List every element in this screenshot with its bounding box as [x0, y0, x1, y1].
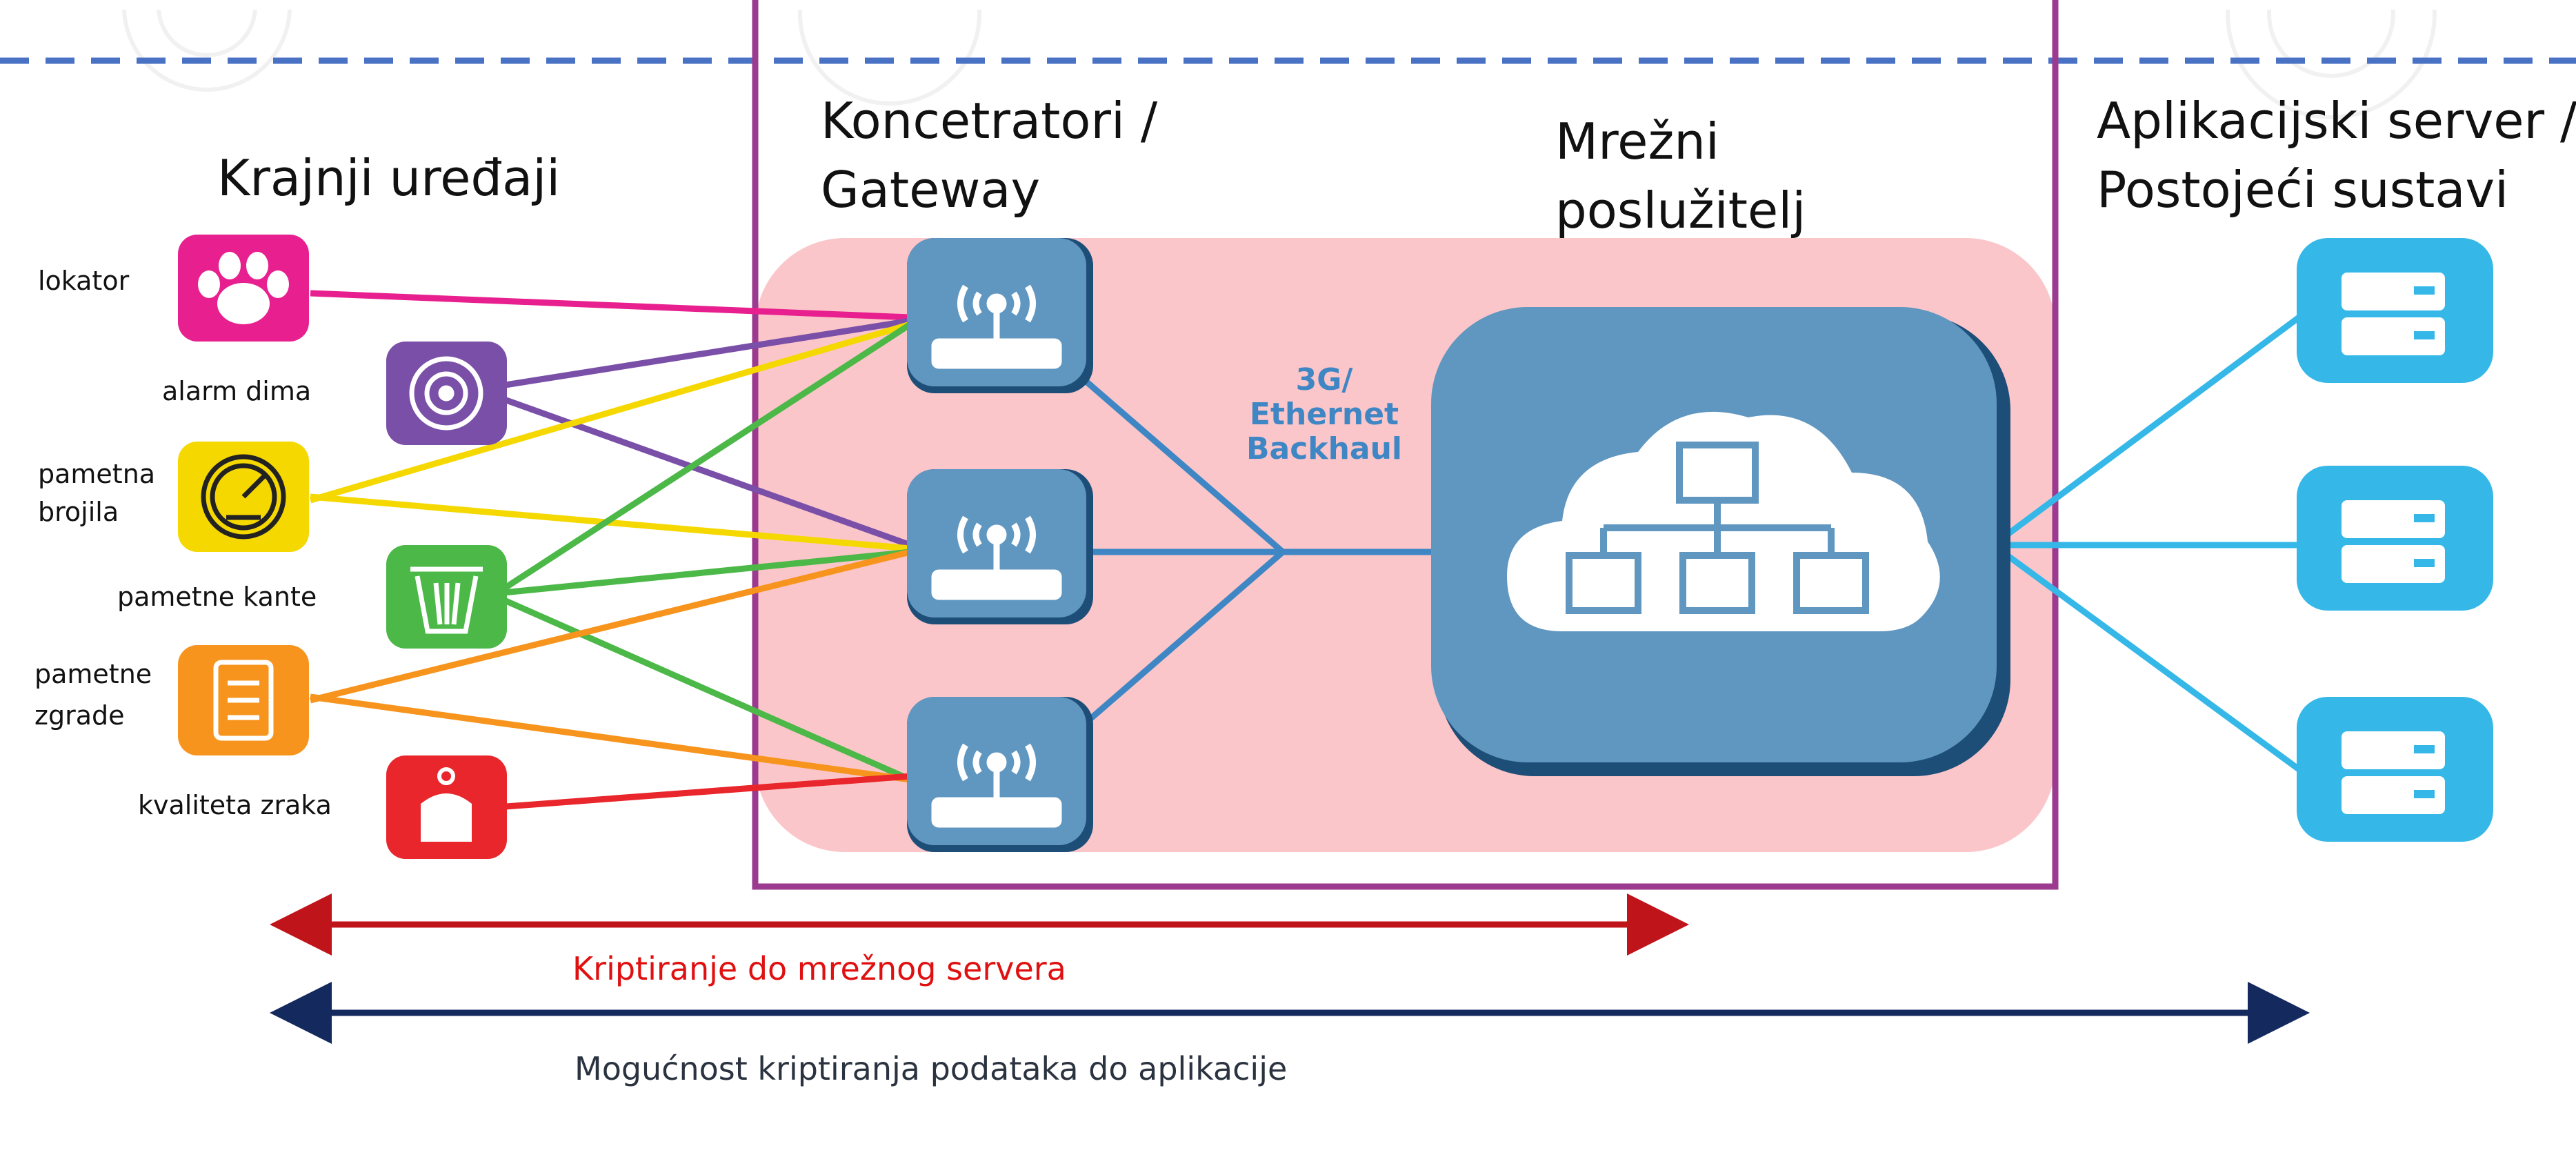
device-pametne-kante: [386, 545, 507, 649]
device-label: kvaliteta zraka: [138, 790, 332, 820]
device-alarm-dima: [386, 342, 507, 445]
connection-line: [309, 549, 912, 704]
connection-line: [310, 290, 911, 321]
trash-bin-icon: [410, 566, 483, 634]
backhaul-label-line1: 3G/: [1296, 362, 1354, 397]
gateway-node: [907, 697, 1093, 852]
top-cut-text: [0, 0, 2576, 10]
wifi-router-icon: [931, 743, 1062, 828]
connection-line: [495, 593, 912, 783]
backhaul-label-line3: Backhaul: [1246, 431, 1402, 466]
gateway-node: [907, 238, 1093, 393]
encryption-application-caption: Mogućnost kriptiranja podataka do aplika…: [575, 1050, 1287, 1087]
heading-gateway-line1: Koncetratori /: [821, 92, 1158, 150]
gateway-server-frame: [752, 0, 2059, 890]
device-pametna-brojila: [178, 442, 309, 552]
device-label: lokator: [38, 266, 130, 296]
heading-app-server-line1: Aplikacijski server /: [2097, 92, 2576, 150]
heading-network-server-line2: poslužitelj: [1555, 181, 1806, 239]
server-stack-icon: [2342, 273, 2445, 355]
heading-end-devices: Krajnji uređaji: [217, 149, 560, 207]
device-lokator: [178, 235, 309, 342]
device-pametne-zgrade: [178, 645, 309, 755]
cloud-network-icon: [1507, 411, 1940, 631]
app-server-node: [2297, 238, 2493, 383]
server-stack-icon: [2342, 731, 2445, 814]
connection-line: [496, 549, 911, 597]
backhaul-label-line2: Ethernet: [1250, 397, 1399, 432]
wifi-router-icon: [931, 515, 1062, 600]
air-quality-icon: [421, 767, 472, 842]
meter-gauge-icon: [201, 454, 286, 540]
heading-gateway-line2: Gateway: [821, 161, 1040, 219]
heading-app-server-line2: Postojeći sustavi: [2097, 161, 2508, 219]
connection-line: [309, 321, 912, 504]
server-stack-icon: [2342, 500, 2445, 583]
paw-icon: [198, 252, 289, 324]
gateway-node: [907, 469, 1093, 624]
connection-line: [496, 773, 911, 811]
device-label: pametne kante: [117, 582, 317, 612]
device-label: brojila: [38, 497, 119, 527]
encryption-network-caption: Kriptiranje do mrežnog servera: [572, 950, 1066, 987]
smoke-alarm-icon: [409, 356, 483, 431]
device-label: pametne: [34, 659, 152, 689]
connection-line: [495, 393, 912, 549]
device-label: pametna: [38, 459, 155, 489]
building-icon: [213, 660, 274, 741]
wifi-router-icon: [931, 284, 1062, 369]
heading-network-server-line1: Mrežni: [1555, 112, 1719, 170]
connection-line: [495, 322, 912, 596]
connection-line: [496, 317, 911, 390]
app-server-node: [2297, 466, 2493, 611]
device-label: zgrade: [34, 700, 124, 731]
app-server-node: [2297, 697, 2493, 842]
network-server-node: [1431, 307, 2010, 776]
device-kvaliteta-zraka: [386, 755, 507, 859]
app-server-connections: [1991, 311, 2306, 775]
device-connections: [309, 290, 912, 811]
backhaul-connections: [1074, 370, 1441, 734]
device-label: alarm dima: [162, 376, 311, 406]
connection-line: [310, 693, 911, 783]
